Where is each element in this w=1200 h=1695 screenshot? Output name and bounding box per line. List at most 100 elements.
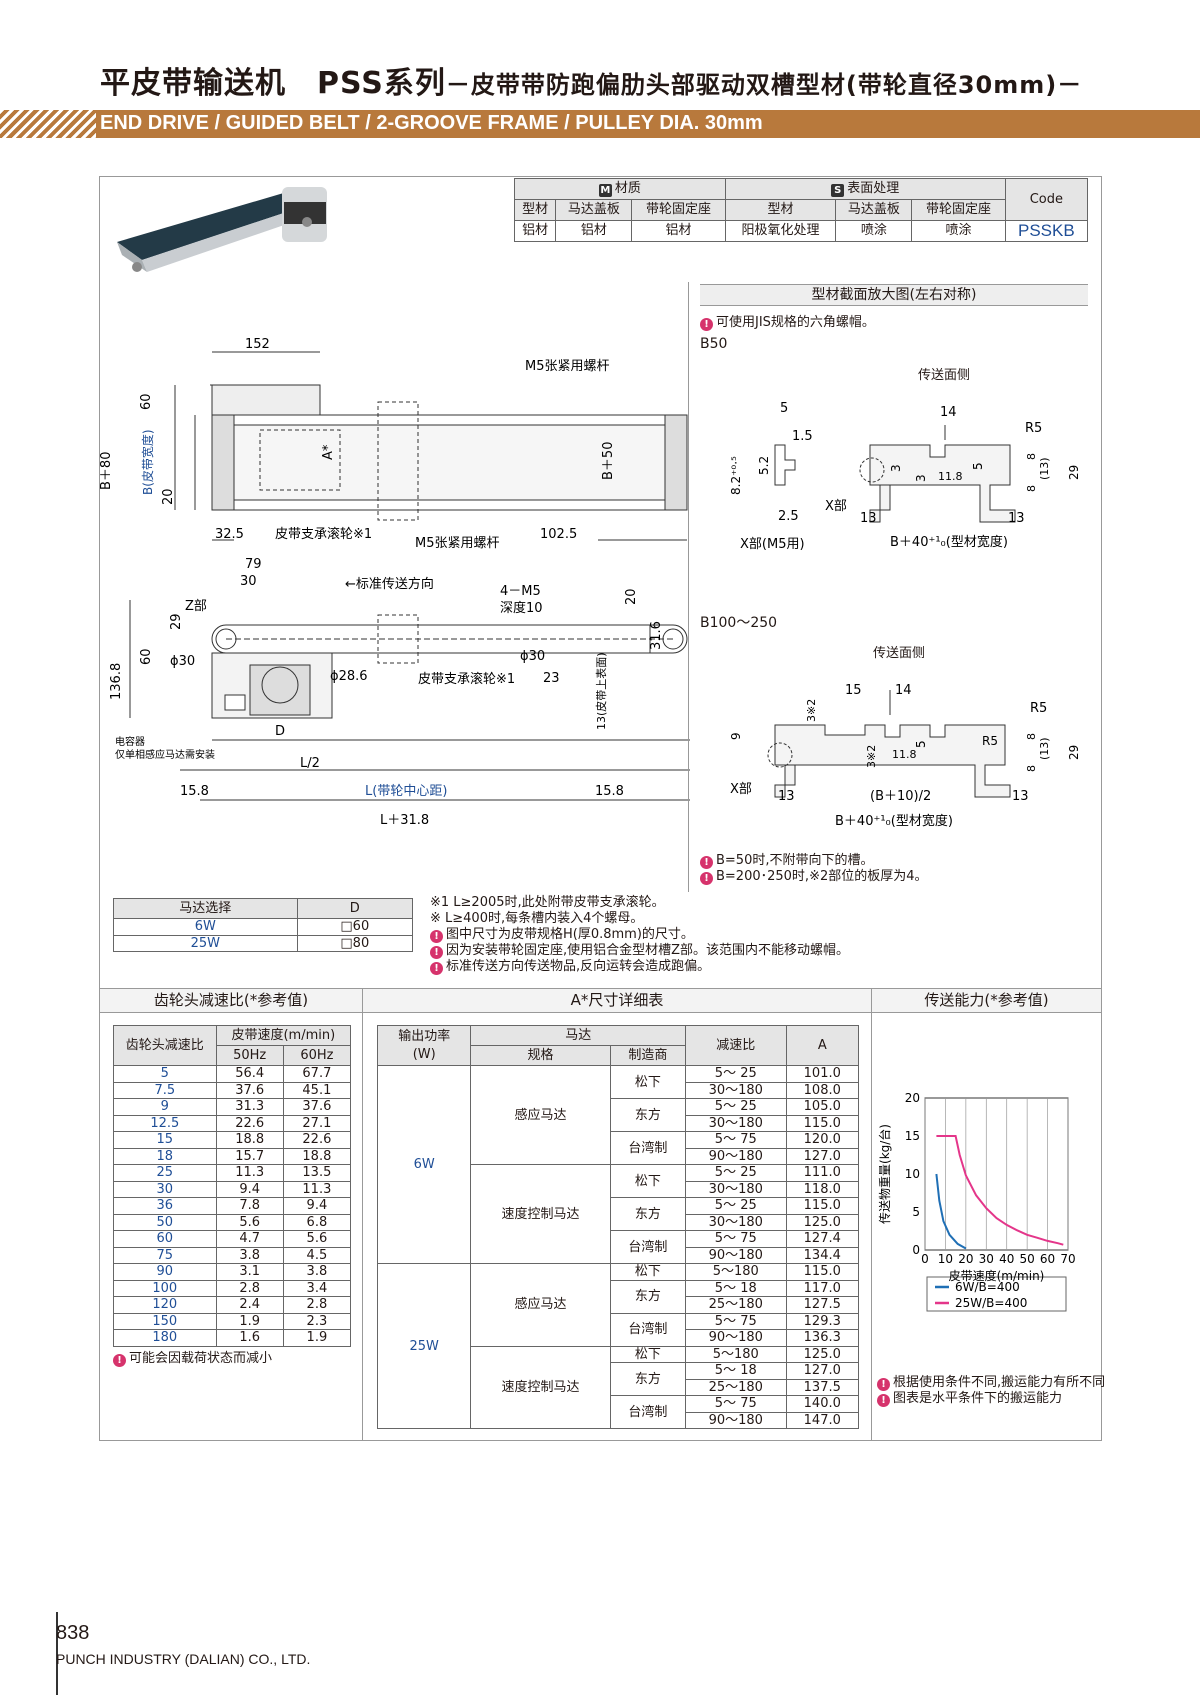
col: 型材 bbox=[724, 199, 837, 221]
cell: 5 bbox=[113, 1065, 217, 1083]
cell: 5.6 bbox=[282, 1230, 352, 1248]
cell: 31.3 bbox=[215, 1098, 284, 1116]
dim-79: 79 bbox=[245, 557, 262, 572]
cell: 90～180 bbox=[685, 1147, 787, 1165]
cell: 感应马达 bbox=[470, 1065, 611, 1165]
cell: 90 bbox=[113, 1263, 217, 1281]
dim-a: A* bbox=[321, 444, 336, 460]
cell: 105.0 bbox=[785, 1098, 860, 1116]
x-tick-label: 70 bbox=[1060, 1252, 1075, 1266]
cell: 18.8 bbox=[282, 1147, 352, 1165]
dim-b80: B＋80 bbox=[100, 452, 114, 490]
cell: 3.8 bbox=[282, 1263, 352, 1281]
dim-20b: 20 bbox=[624, 588, 639, 605]
note-2: ※ L≥400时,每条槽内装入4个螺母。 bbox=[430, 911, 644, 926]
cell: 36 bbox=[113, 1197, 217, 1215]
svg-text:15: 15 bbox=[845, 683, 862, 698]
cell: 15 bbox=[113, 1131, 217, 1149]
cell: 90～180 bbox=[685, 1246, 787, 1264]
cell: 13.5 bbox=[282, 1164, 352, 1182]
dim-13: 13(皮带上表面) bbox=[594, 652, 608, 730]
dim-60: 60 bbox=[139, 393, 154, 410]
legend-label-1: 25W/B=400 bbox=[955, 1296, 1027, 1310]
label-depth10: 深度10 bbox=[500, 600, 543, 616]
cell: 60 bbox=[113, 1230, 217, 1248]
svg-text:13: 13 bbox=[860, 511, 877, 526]
cell: 1.6 bbox=[215, 1329, 284, 1347]
cell: 180 bbox=[113, 1329, 217, 1347]
svg-text:13: 13 bbox=[778, 789, 795, 804]
svg-text:2.5: 2.5 bbox=[778, 509, 799, 524]
cell: 30～180 bbox=[685, 1180, 787, 1198]
series-line-1 bbox=[936, 1135, 1064, 1246]
section-title: 型材截面放大图(左右对称) bbox=[700, 284, 1088, 306]
dim-20: 20 bbox=[161, 488, 176, 505]
cell: 12.5 bbox=[113, 1114, 217, 1132]
warning-icon: ! bbox=[700, 872, 713, 885]
cell: 50 bbox=[113, 1213, 217, 1231]
dim-l-31-8: L＋31.8 bbox=[380, 813, 429, 828]
x-tick-label: 40 bbox=[999, 1252, 1014, 1266]
warning-icon: ! bbox=[430, 946, 443, 959]
x-tick-label: 0 bbox=[921, 1252, 929, 1266]
cell: 2.8 bbox=[282, 1296, 352, 1314]
x-part-m5-label: X部(M5用) bbox=[740, 537, 805, 552]
product-code[interactable]: PSSKB bbox=[1004, 220, 1089, 242]
50hz-header: 50Hz bbox=[215, 1045, 284, 1066]
cell: 118.0 bbox=[785, 1180, 860, 1198]
r5-label-2: R5 bbox=[1030, 701, 1047, 716]
footer-line bbox=[56, 1612, 58, 1695]
legend-label-0: 6W/B=400 bbox=[955, 1280, 1020, 1294]
cell: 129.3 bbox=[785, 1312, 860, 1330]
cell: 喷涂 bbox=[835, 220, 913, 242]
svg-text:8: 8 bbox=[1025, 485, 1038, 492]
dim-30: 30 bbox=[240, 574, 257, 589]
cell: 67.7 bbox=[282, 1065, 352, 1083]
warning-icon: ! bbox=[877, 1394, 890, 1407]
warning-icon: ! bbox=[700, 856, 713, 869]
convey-side-label-2: 传送面侧 bbox=[873, 646, 926, 661]
capacity-title: 传送能力(*参考值) bbox=[872, 989, 1101, 1013]
cell: 5～ 25 bbox=[685, 1197, 787, 1215]
svg-text:11.8: 11.8 bbox=[938, 470, 963, 483]
company-name: PUNCH INDUSTRY (DALIAN) CO., LTD. bbox=[56, 1651, 311, 1667]
cell: 5～180 bbox=[685, 1263, 787, 1281]
y-axis-label: 传送物重量(kg/台) bbox=[877, 1124, 892, 1224]
svg-text:(13): (13) bbox=[1038, 457, 1051, 480]
jis-note: !可使用JIS规格的六角螺帽。 bbox=[700, 315, 875, 331]
cell: 25～180 bbox=[685, 1378, 787, 1396]
cell: 6W bbox=[113, 918, 298, 936]
cell: 134.4 bbox=[785, 1246, 860, 1264]
x-part-label: X部 bbox=[825, 499, 847, 514]
d-col: D bbox=[296, 898, 414, 919]
x-tick-label: 60 bbox=[1040, 1252, 1055, 1266]
note-5: !标准传送方向传送物品,反向运转会造成跑偏。 bbox=[430, 959, 710, 975]
cell: 101.0 bbox=[785, 1065, 860, 1083]
cell: 25W bbox=[376, 1263, 472, 1429]
label-belt-roller: 皮带支承滚轮※1 bbox=[275, 526, 372, 542]
cell: 松下 bbox=[609, 1164, 687, 1198]
b200-note: !B=200･250时,※2部位的板厚为4。 bbox=[700, 869, 928, 885]
svg-text:8: 8 bbox=[1025, 733, 1038, 740]
label-4m5: 4－M5 bbox=[500, 584, 541, 599]
cell: 100 bbox=[113, 1279, 217, 1297]
section-b100-drawing: 15 14 3※2 9 R5 R5 5 3※2 11.8 X部 13 13 (B… bbox=[729, 683, 1081, 829]
adim-title: A*尺寸详细表 bbox=[363, 989, 871, 1013]
cell: 150 bbox=[113, 1312, 217, 1330]
cell: 136.3 bbox=[785, 1329, 860, 1347]
